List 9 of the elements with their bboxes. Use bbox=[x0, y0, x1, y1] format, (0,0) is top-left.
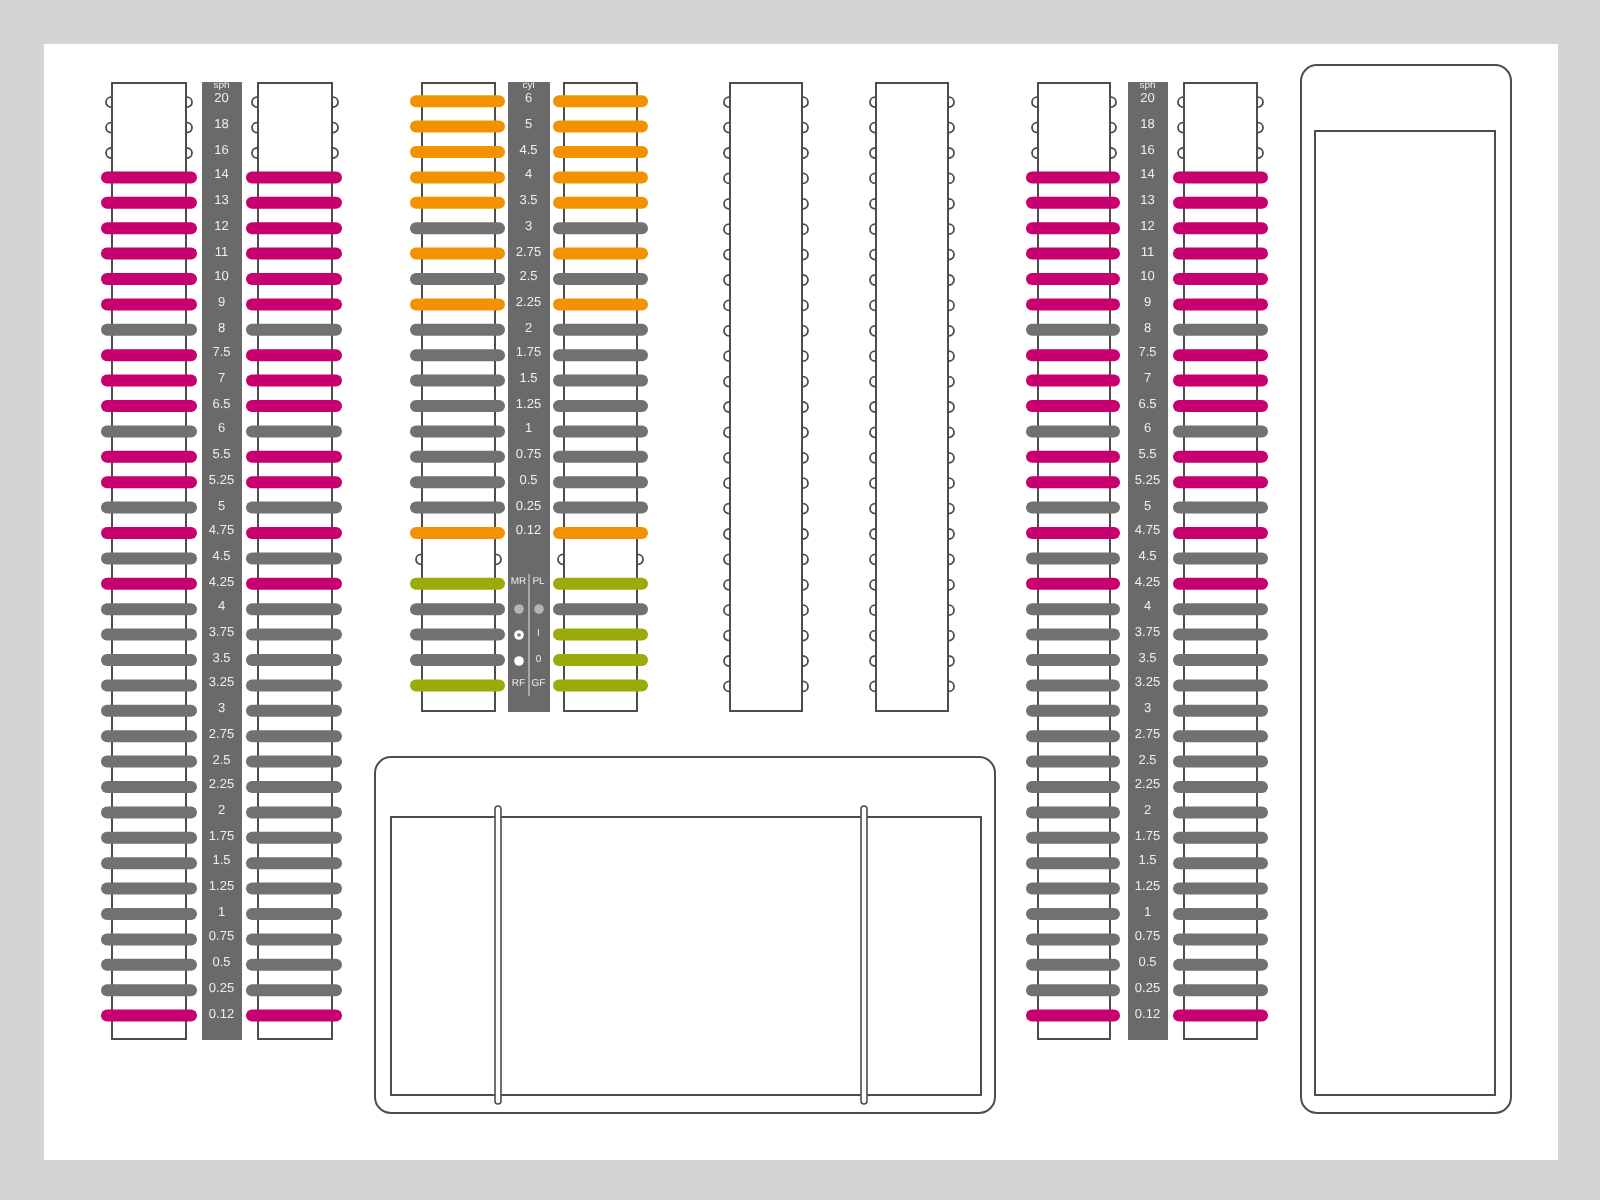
tray-outline bbox=[374, 756, 996, 1114]
scale-bar bbox=[1127, 81, 1168, 1039]
scale-bar bbox=[201, 81, 242, 1039]
slot-column bbox=[867, 81, 955, 711]
tray-compartment bbox=[1314, 130, 1496, 1096]
tray-outline bbox=[1300, 64, 1512, 1114]
tray-compartment bbox=[390, 816, 982, 1096]
slot-column bbox=[721, 81, 809, 711]
scale-bar bbox=[508, 81, 549, 711]
